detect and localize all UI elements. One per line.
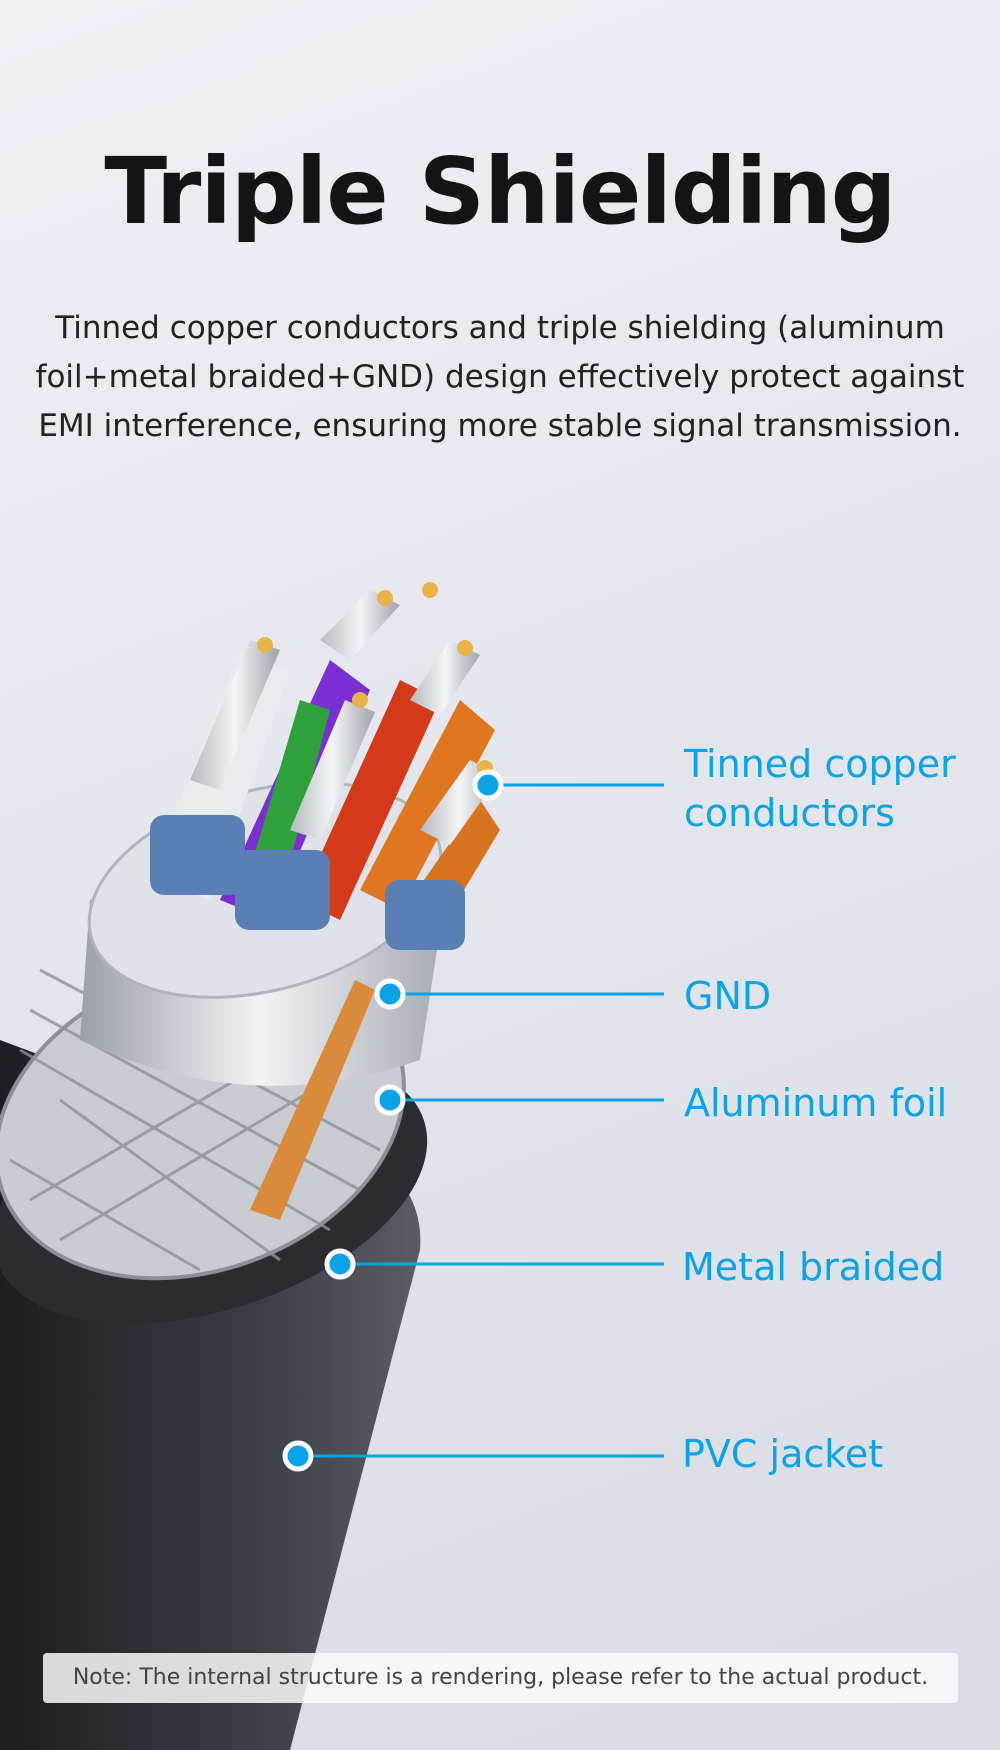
conductor-pairs (150, 582, 500, 992)
label-tinned-copper: Tinned copper conductors (684, 742, 956, 835)
gnd-wire (250, 980, 375, 1220)
description: Tinned copper conductors and triple shie… (35, 310, 965, 444)
label-pvc-jacket: PVC jacket (682, 1432, 884, 1476)
label-gnd: GND (684, 974, 772, 1018)
label-aluminum-foil: Aluminum foil (684, 1081, 948, 1125)
callout-dot-pvc (282, 1440, 314, 1472)
callout-dot-foil (374, 1084, 406, 1116)
callout-dot-gnd (374, 978, 406, 1010)
callout-dot-braided (324, 1248, 356, 1280)
label-metal-braided: Metal braided (682, 1245, 945, 1289)
callout-dot-tinned (472, 769, 504, 801)
page-title: Triple Shielding (104, 138, 896, 245)
disclaimer-note: Note: The internal structure is a render… (43, 1653, 958, 1703)
